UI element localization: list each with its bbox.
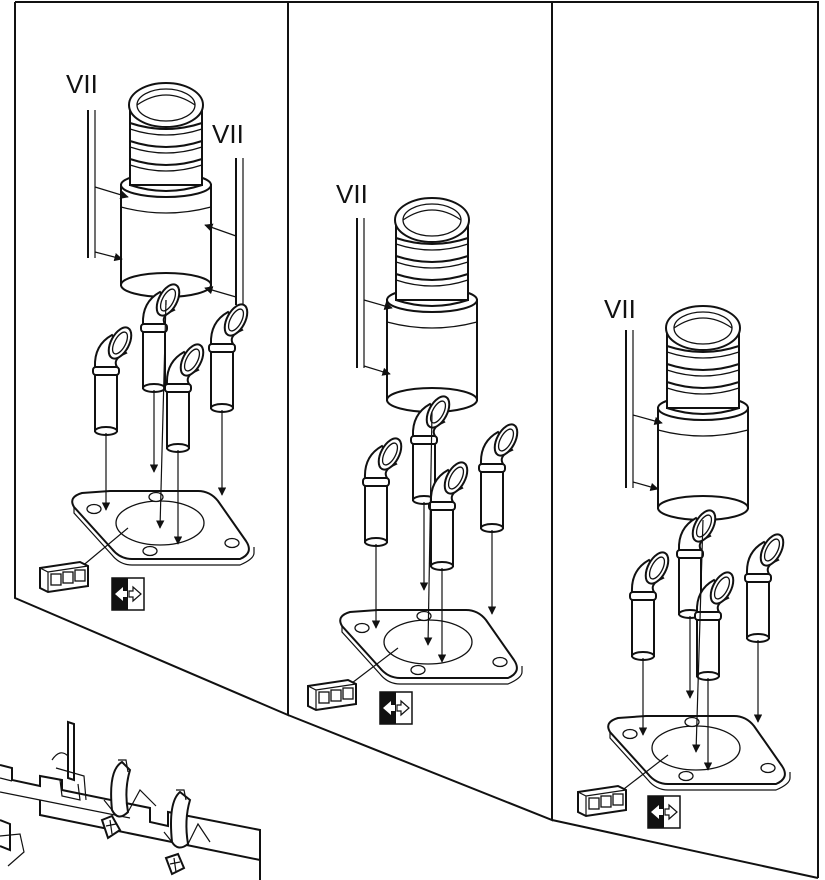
direction-icon <box>647 795 681 829</box>
handle-3 <box>170 790 192 849</box>
rod-label-left: VII <box>66 69 98 99</box>
rod-label: VII <box>336 179 368 209</box>
panel-3: VII <box>577 294 791 829</box>
toolbox-badge <box>577 785 627 817</box>
elbow-part <box>744 529 789 643</box>
elbow-part <box>362 433 407 547</box>
handle-2 <box>110 760 132 818</box>
panel-1: VII VII <box>39 69 255 611</box>
direction-icon <box>111 577 145 611</box>
elbow-part <box>164 339 209 453</box>
elbow-part <box>208 299 253 413</box>
flange-base <box>607 715 791 791</box>
large-tube <box>120 82 212 298</box>
handle-1 <box>67 720 75 782</box>
direction-icon <box>379 691 413 725</box>
toolbox-badge <box>39 561 89 593</box>
flange-base <box>71 490 255 566</box>
large-tube <box>386 197 478 413</box>
overview-sideview <box>0 720 261 880</box>
elbow-part <box>478 419 523 533</box>
toolbox-badge <box>307 679 357 711</box>
rod-label: VII <box>604 294 636 324</box>
panel-2: VII <box>307 179 523 725</box>
large-tube <box>657 305 749 521</box>
elbow-part <box>629 547 674 661</box>
elbow-part <box>92 322 137 436</box>
rod-label-right: VII <box>212 119 244 149</box>
panel-borders <box>14 1 819 879</box>
flange-base <box>339 609 523 685</box>
